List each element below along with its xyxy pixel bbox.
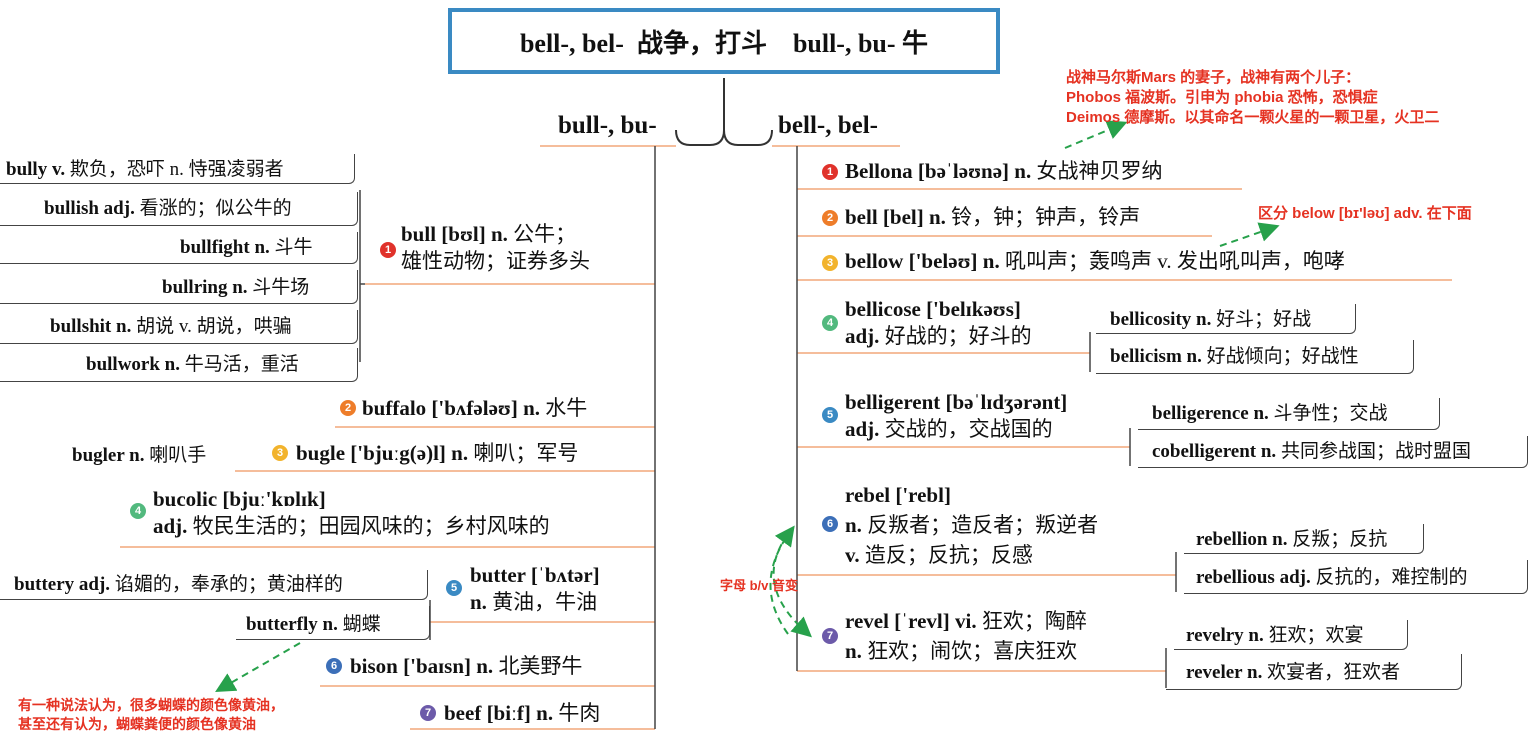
derivative-box: [0, 232, 358, 264]
number-badge: 4: [130, 503, 146, 519]
number-badge: 4: [822, 315, 838, 331]
derivative-reveler: reveler n. 欢宴者，狂欢者: [1186, 662, 1401, 683]
word-beef: beef [biːf] n. 牛肉: [444, 701, 601, 725]
derivative-bully: bully v. 欺负，恐吓 n. 恃强凌弱者: [6, 159, 284, 180]
derivative-box: [1096, 304, 1356, 334]
word-bucolic: bucolic [bjuː'kɒlɪk]adj. 牧民生活的；田园风味的；乡村风…: [153, 487, 550, 538]
number-badge: 1: [380, 242, 396, 258]
number-badge: 5: [822, 407, 838, 423]
derivative-belligerence: belligerence n. 斗争性；交战: [1152, 403, 1388, 424]
word-bison: bison ['baɪsn] n. 北美野牛: [350, 654, 583, 678]
word-belligerent: belligerent [bəˈlɪdʒərənt]adj. 交战的，交战国的: [845, 390, 1068, 441]
derivative-box: [236, 606, 430, 640]
derivative-butterfly: butterfly n. 蝴蝶: [246, 614, 381, 635]
number-badge: 7: [420, 705, 436, 721]
number-badge: 2: [340, 400, 356, 416]
word-bellicose: bellicose ['belɪkəʊs]adj. 好战的；好斗的: [845, 297, 1032, 348]
derivative-bullish: bullish adj. 看涨的；似公牛的: [44, 198, 292, 219]
derivative-box: [0, 270, 358, 304]
number-badge: 5: [446, 580, 462, 596]
derivative-box: [0, 310, 358, 344]
word-bugle: bugle ['bjuːg(ə)l] n. 喇叭；军号: [296, 441, 579, 465]
number-badge: 7: [822, 628, 838, 644]
number-badge: 6: [326, 658, 342, 674]
derivative-box: [1184, 524, 1424, 554]
derivative-box: [0, 570, 428, 600]
number-badge: 1: [822, 164, 838, 180]
number-badge: 2: [822, 210, 838, 226]
derivative-box: [0, 154, 355, 184]
number-badge: 3: [822, 255, 838, 271]
note-butterfly: 有一种说法认为，很多蝴蝶的颜色像黄油， 甚至还有认为，蝴蝶粪便的颜色像黄油: [18, 697, 284, 732]
derivative-rebellion: rebellion n. 反叛；反抗: [1196, 529, 1388, 550]
number-badge: 3: [272, 445, 288, 461]
number-badge: 6: [822, 516, 838, 532]
derivative-bellicism: bellicism n. 好战倾向；好战性: [1110, 346, 1359, 367]
derivative-box: [1166, 654, 1462, 690]
root-title: bell-, bel- 战争，打斗 bull-, bu- 牛: [519, 28, 929, 58]
derivative-box: [1138, 398, 1440, 430]
derivative-bellicosity: bellicosity n. 好斗；好战: [1110, 309, 1312, 330]
derivative-box: [1174, 620, 1408, 650]
word-bell: bell [bel] n. 铃，钟；钟声，铃声: [845, 205, 1141, 229]
derivative-box: [0, 348, 358, 382]
derivative-rebellious: rebellious adj. 反抗的，难控制的: [1196, 567, 1468, 588]
derivative-revelry: revelry n. 狂欢；欢宴: [1186, 625, 1364, 646]
derivative-box: [0, 192, 358, 226]
derivative-box: [1096, 340, 1414, 374]
word-rebel-head: rebel ['rebl]: [845, 483, 951, 507]
word-bellona: Bellona [bəˈləʊnə] n. 女战神贝罗纳: [845, 159, 1163, 183]
note-mars: 战神马尔斯Mars 的妻子，战神有两个儿子： Phobos 福波斯。引申为 ph…: [1066, 69, 1440, 126]
word-bull: bull [bʊl] n. 公牛；雄性动物；证券多头: [401, 222, 590, 273]
branch-right-label: bell-, bel-: [778, 112, 878, 139]
root-title-box: bell-, bel- 战争，打斗 bull-, bu- 牛: [448, 8, 1000, 74]
derivative-bugler: bugler n. 喇叭手: [72, 445, 207, 466]
derivative-bullshit: bullshit n. 胡说 v. 胡说，哄骗: [50, 316, 292, 337]
derivative-box: [1184, 560, 1528, 594]
derivative-buttery: buttery adj. 谄媚的，奉承的；黄油样的: [14, 574, 343, 595]
word-buffalo: buffalo ['bʌfələʊ] n. 水牛: [362, 396, 588, 420]
note-below: 区分 below [bɪ'ləʊ] adv. 在下面: [1258, 205, 1472, 222]
word-bellow: bellow ['beləʊ] n. 吼叫声；轰鸣声 v. 发出吼叫声，咆哮: [845, 249, 1345, 273]
word-butter: butter [ˈbʌtər]n. 黄油，牛油: [470, 563, 600, 614]
derivative-bullwork: bullwork n. 牛马活，重活: [86, 354, 299, 375]
branch-left-label: bull-, bu-: [558, 112, 657, 139]
derivative-bullring: bullring n. 斗牛场: [162, 277, 310, 298]
derivative-box: [1138, 436, 1528, 468]
derivative-bullfight: bullfight n. 斗牛: [180, 237, 313, 258]
derivative-cobelligerent: cobelligerent n. 共同参战国；战时盟国: [1152, 441, 1471, 462]
note-b-v-sound-change: 字母 b/v 音变: [720, 578, 799, 593]
